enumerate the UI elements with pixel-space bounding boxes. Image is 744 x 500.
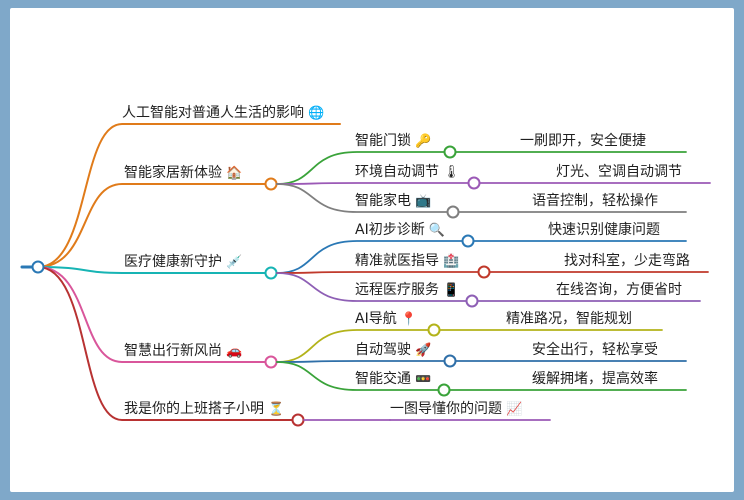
mindmap-connectors xyxy=(20,123,711,427)
hourglass-icon: ⏳ xyxy=(268,402,285,417)
traffic-light-icon: 🚥 xyxy=(415,372,432,387)
node-smart-traffic-label: 智能交通 xyxy=(355,371,411,387)
tv-icon: 📺 xyxy=(415,194,432,209)
child-toggle-home-1[interactable] xyxy=(467,176,481,190)
node-remote-care-label: 远程医疗服务 xyxy=(355,282,439,298)
desc-ai-diagnosis: 快速识别健康问题 xyxy=(548,222,660,238)
node-ai-diagnosis-label: AI初步诊断 xyxy=(355,222,425,238)
node-smart-appliance: 智能家电 📺 xyxy=(355,192,431,211)
branch-line-travel xyxy=(37,266,266,363)
desc-env-adjust: 灯光、空调自动调节 xyxy=(556,164,682,180)
child-line-travel-0 xyxy=(276,329,429,363)
desc-precise-guide: 找对科室，少走弯路 xyxy=(564,253,690,269)
pin-icon: 📍 xyxy=(400,312,417,327)
node-env-adjust: 环境自动调节 🌡 xyxy=(355,163,460,182)
child-line-home-1 xyxy=(276,182,469,185)
node-env-adjust-label: 环境自动调节 xyxy=(355,164,439,180)
branch-toggle-travel[interactable] xyxy=(264,355,278,369)
child-toggle-travel-0[interactable] xyxy=(427,323,441,337)
branch-travel: 智慧出行新风尚 🚗 xyxy=(124,342,242,361)
branch-health: 医疗健康新守护 💉 xyxy=(124,253,242,272)
child-line-travel-1 xyxy=(276,360,445,363)
child-toggle-home-0[interactable] xyxy=(443,145,457,159)
car-icon: 🚗 xyxy=(226,344,243,359)
node-ai-navigation: AI导航📍 xyxy=(355,310,417,329)
node-remote-care: 远程医疗服务 📱 xyxy=(355,281,459,300)
branch-toggle-home[interactable] xyxy=(264,177,278,191)
globe-icon: 🌐 xyxy=(308,106,325,121)
child-line-health-0 xyxy=(276,240,463,274)
child-toggle-health-2[interactable] xyxy=(465,294,479,308)
branch-home-label: 智能家居新体验 xyxy=(124,165,222,181)
mindmap-canvas: 人工智能对普通人生活的影响 🌐 智能家居新体验 🏠 医疗健康新守护 💉 智慧出行新风尚… xyxy=(10,8,734,492)
node-one-chart-label: 一图导懂你的问题 xyxy=(390,401,502,417)
desc-ai-navigation: 精准路况，智能规划 xyxy=(506,311,632,327)
root-title: 人工智能对普通人生活的影响 🌐 xyxy=(122,104,324,123)
child-line-home-0 xyxy=(276,151,445,185)
hospital-icon: 🏥 xyxy=(443,254,460,269)
child-toggle-health-1[interactable] xyxy=(477,265,491,279)
phone-icon: 📱 xyxy=(443,283,460,298)
node-one-chart: 一图导懂你的问题 📈 xyxy=(390,400,522,419)
child-toggle-health-0[interactable] xyxy=(461,234,475,248)
desc-remote-care: 在线咨询，方便省时 xyxy=(556,282,682,298)
chart-icon: 📈 xyxy=(506,402,523,417)
magnifier-icon: 🔍 xyxy=(428,223,445,238)
root-title-text: 人工智能对普通人生活的影响 xyxy=(122,105,304,121)
branch-toggle-partner[interactable] xyxy=(291,413,305,427)
branch-partner: 我是你的上班搭子小明 ⏳ xyxy=(124,400,284,419)
key-icon: 🔑 xyxy=(415,134,432,149)
branch-line-health xyxy=(37,266,266,274)
branch-toggle-health[interactable] xyxy=(264,266,278,280)
node-smart-lock: 智能门锁 🔑 xyxy=(355,132,431,151)
node-smart-lock-label: 智能门锁 xyxy=(355,133,411,149)
node-ai-diagnosis: AI初步诊断🔍 xyxy=(355,221,445,240)
desc-smart-traffic: 缓解拥堵，提高效率 xyxy=(532,371,658,387)
child-toggle-travel-1[interactable] xyxy=(443,354,457,368)
child-line-travel-2 xyxy=(276,361,439,391)
thermometer-icon: 🌡 xyxy=(443,165,460,180)
branch-travel-label: 智慧出行新风尚 xyxy=(124,343,222,359)
node-autodrive-label: 自动驾驶 xyxy=(355,342,411,358)
child-line-health-2 xyxy=(276,272,467,302)
house-icon: 🏠 xyxy=(226,166,243,181)
child-toggle-travel-2[interactable] xyxy=(437,383,451,397)
branch-line-home xyxy=(37,183,266,268)
node-ai-navigation-label: AI导航 xyxy=(355,311,397,327)
child-line-health-1 xyxy=(276,271,479,274)
branch-line-partner xyxy=(37,266,293,421)
syringe-icon: 💉 xyxy=(226,255,243,270)
branch-home: 智能家居新体验 🏠 xyxy=(124,164,242,183)
root-title-line xyxy=(37,123,341,268)
node-smart-appliance-label: 智能家电 xyxy=(355,193,411,209)
node-precise-guide: 精准就医指导 🏥 xyxy=(355,252,459,271)
branch-partner-label: 我是你的上班搭子小明 xyxy=(124,401,264,417)
root-node[interactable] xyxy=(31,260,45,274)
node-autodrive: 自动驾驶 🚀 xyxy=(355,341,431,360)
node-smart-traffic: 智能交通 🚥 xyxy=(355,370,431,389)
node-precise-guide-label: 精准就医指导 xyxy=(355,253,439,269)
child-toggle-home-2[interactable] xyxy=(446,205,460,219)
desc-smart-appliance: 语音控制，轻松操作 xyxy=(532,193,658,209)
branch-health-label: 医疗健康新守护 xyxy=(124,254,222,270)
desc-autodrive: 安全出行，轻松享受 xyxy=(532,342,658,358)
rocket-icon: 🚀 xyxy=(415,343,432,358)
desc-smart-lock: 一刷即开，安全便捷 xyxy=(520,133,646,149)
child-line-home-2 xyxy=(276,183,448,213)
